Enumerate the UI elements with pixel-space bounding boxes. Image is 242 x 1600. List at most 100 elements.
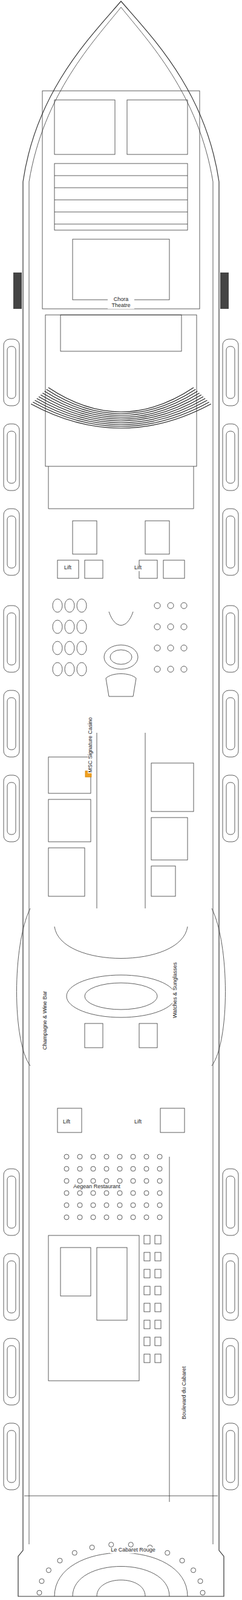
plan-stroke (157, 1165, 163, 1171)
plan-stroke (39, 1577, 45, 1583)
plan-stroke (54, 223, 188, 225)
plan-stroke (154, 1318, 161, 1328)
plan-stroke (76, 619, 87, 633)
plan-stroke (154, 665, 161, 672)
plan-stroke (226, 515, 235, 568)
plan-stroke (104, 1189, 109, 1195)
plan-stroke (226, 1429, 235, 1482)
plan-stroke (3, 338, 20, 406)
plan-stroke (64, 1177, 69, 1183)
plan-stroke (7, 1429, 16, 1482)
vertical-area-label: Champagne & Wine Bar (42, 989, 49, 1050)
plan-stroke (3, 1337, 20, 1404)
plan-stroke (7, 1259, 16, 1312)
plan-stroke (30, 403, 212, 428)
plan-stroke (180, 623, 187, 630)
plan-stroke (54, 187, 188, 189)
plan-stroke (143, 1234, 151, 1243)
plan-stroke (52, 661, 63, 676)
plan-stroke (40, 394, 202, 419)
vertical-area-label: Boulevard du Cabaret (181, 1364, 188, 1419)
plan-stroke (226, 696, 235, 749)
plan-stroke (226, 1344, 235, 1397)
plan-stroke (90, 1189, 96, 1195)
plan-stroke (7, 346, 16, 399)
plan-stroke (180, 665, 187, 672)
plan-stroke (143, 1177, 149, 1183)
vertical-area-label: MSC Signature Casino (87, 715, 94, 773)
plan-stroke (3, 1421, 20, 1489)
plan-stroke (90, 1153, 96, 1158)
plan-stroke (154, 1234, 161, 1243)
plan-stroke (143, 1165, 149, 1171)
plan-stroke (117, 1177, 123, 1183)
plan-stroke (130, 1177, 136, 1183)
plan-stroke (7, 515, 16, 568)
plan-stroke (167, 623, 174, 630)
plan-stroke (77, 1201, 83, 1207)
plan-stroke (64, 661, 75, 676)
plan-stroke (76, 640, 87, 655)
plan-stroke (38, 396, 204, 421)
plan-stroke (222, 1421, 239, 1489)
plan-stroke (143, 1301, 151, 1311)
plan-stroke (117, 1201, 123, 1207)
plan-stroke (44, 390, 198, 416)
plan-stroke (222, 689, 239, 757)
area-label: Aegean Restaurant (72, 1182, 121, 1189)
plan-stroke (3, 1252, 20, 1319)
plan-stroke (154, 1301, 161, 1311)
plan-stroke (179, 1556, 185, 1562)
area-label: Chora Theatre (107, 296, 135, 309)
area-label: Lift (63, 564, 72, 571)
plan-stroke (104, 1213, 109, 1219)
plan-stroke (165, 1548, 171, 1554)
plan-stroke (76, 661, 87, 676)
plan-stroke (64, 1165, 69, 1171)
plan-stroke (143, 1318, 151, 1328)
plan-stroke (64, 1201, 69, 1207)
plan-stroke (76, 598, 87, 612)
plan-stroke (7, 612, 16, 665)
plan-stroke (191, 1566, 197, 1572)
plan-stroke (3, 508, 20, 575)
plan-stroke (167, 644, 174, 651)
plan-stroke (45, 1566, 51, 1572)
plan-stroke (226, 781, 235, 834)
plan-stroke (104, 1177, 109, 1183)
plan-stroke (64, 1189, 69, 1195)
plan-stroke (89, 1543, 95, 1549)
plan-stroke (104, 1201, 109, 1207)
plan-stroke (226, 346, 235, 399)
plan-stroke (154, 601, 161, 609)
area-label: Le Cabaret Rouge (110, 1545, 157, 1552)
plan-stroke (157, 1177, 163, 1183)
plan-stroke (226, 1259, 235, 1312)
plan-stroke (54, 211, 188, 213)
plan-stroke (222, 338, 239, 406)
plan-stroke (226, 612, 235, 665)
plan-stroke (104, 1153, 109, 1158)
plan-stroke (54, 175, 188, 177)
plan-stroke (108, 1540, 114, 1546)
plan-stroke (57, 1556, 63, 1562)
plan-stroke (90, 1177, 96, 1183)
plan-stroke (154, 1285, 161, 1294)
plan-stroke (167, 601, 174, 609)
plan-stroke (64, 1213, 69, 1219)
plan-stroke (157, 1189, 163, 1195)
plan-stroke (90, 1213, 96, 1219)
plan-stroke (143, 1153, 149, 1158)
plan-stroke (36, 398, 206, 423)
plan-stroke (154, 1268, 161, 1277)
plan-stroke (64, 640, 75, 655)
plan-stroke (3, 423, 20, 491)
plan-stroke (7, 696, 16, 749)
plan-stroke (3, 1167, 20, 1235)
plan-stroke (32, 401, 209, 426)
plan-stroke (143, 1251, 151, 1260)
plan-stroke (222, 1252, 239, 1319)
plan-stroke (154, 623, 161, 630)
plan-stroke (154, 1251, 161, 1260)
